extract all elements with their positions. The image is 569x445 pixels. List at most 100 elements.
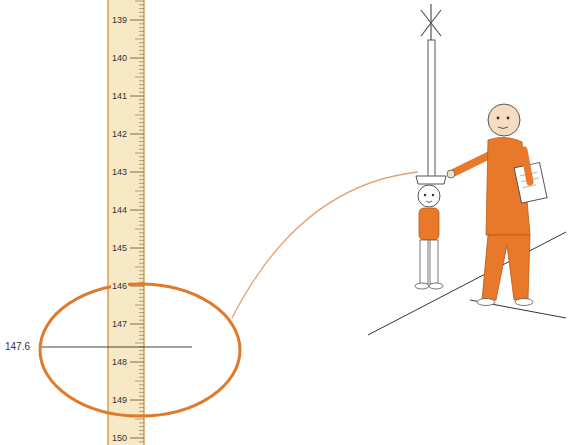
ruler-tick	[139, 274, 144, 275]
child-shirt	[419, 208, 439, 240]
ruler-tick	[130, 134, 144, 135]
ruler-tick	[139, 107, 144, 108]
ruler-tick	[135, 153, 144, 154]
ruler-tick	[135, 39, 144, 40]
ruler-tick	[139, 213, 144, 214]
ruler-tick	[139, 206, 144, 207]
ruler-tick	[130, 362, 144, 363]
ruler-tick	[139, 84, 144, 85]
ruler-tick	[139, 358, 144, 359]
ruler-tick	[139, 259, 144, 260]
ruler-tick	[139, 137, 144, 138]
ruler-tick	[139, 430, 144, 431]
ruler-tick	[139, 354, 144, 355]
ruler-tick	[139, 168, 144, 169]
ruler-tick	[139, 202, 144, 203]
ruler-ticks	[130, 0, 144, 445]
ruler-tick	[139, 80, 144, 81]
ruler-tick	[139, 50, 144, 51]
ruler-tick	[130, 438, 144, 439]
ruler-tick	[139, 27, 144, 28]
stadiometer-top	[421, 10, 441, 36]
ruler-tick	[139, 384, 144, 385]
floor-line	[368, 232, 566, 335]
ruler-tick	[139, 434, 144, 435]
ruler-tick	[139, 73, 144, 74]
ruler-tick	[130, 324, 144, 325]
ruler-tick	[139, 373, 144, 374]
ruler-tick	[139, 194, 144, 195]
ruler-tick	[139, 88, 144, 89]
ruler-tick	[139, 12, 144, 13]
child-foot	[429, 283, 443, 289]
ruler-tick	[135, 343, 144, 344]
ruler-number: 149	[111, 396, 128, 405]
ruler-tick	[139, 99, 144, 100]
ruler-number: 150	[111, 434, 128, 443]
adult-foot	[515, 299, 533, 306]
child-leg	[430, 240, 438, 284]
ruler-tick	[130, 20, 144, 21]
height-reading: 147.6	[3, 341, 32, 353]
ruler-tick	[135, 419, 144, 420]
ruler-number: 140	[111, 54, 128, 63]
ruler-tick	[139, 422, 144, 423]
ruler-tick	[139, 365, 144, 366]
ruler-tick	[139, 225, 144, 226]
highlight-circle	[40, 284, 240, 416]
ruler-number: 145	[111, 244, 128, 253]
ruler-tick	[139, 54, 144, 55]
ruler-tick	[139, 16, 144, 17]
ruler-tick	[130, 210, 144, 211]
ruler-tick	[139, 289, 144, 290]
ruler-tick	[135, 115, 144, 116]
ruler-tick	[139, 103, 144, 104]
child-mouth	[426, 201, 432, 203]
ruler-tick	[139, 4, 144, 5]
ruler-tick	[139, 331, 144, 332]
child-head	[418, 185, 440, 207]
ruler-tick	[139, 46, 144, 47]
ruler-tick	[139, 111, 144, 112]
stadiometer-top	[421, 10, 441, 36]
ruler-tick	[130, 248, 144, 249]
adult-head	[488, 104, 520, 136]
ruler-tick	[139, 278, 144, 279]
zoom-leader	[232, 172, 418, 318]
ruler-tick	[139, 316, 144, 317]
ruler-tick	[135, 381, 144, 382]
ruler-tick	[139, 8, 144, 9]
ruler-tick	[139, 263, 144, 264]
ruler-tick	[139, 403, 144, 404]
reading-line	[40, 347, 192, 348]
ruler-tick	[139, 339, 144, 340]
ruler-tick	[139, 65, 144, 66]
child-leg	[420, 240, 428, 284]
ruler-tick	[139, 69, 144, 70]
ruler-tick	[139, 377, 144, 378]
adult-legs	[482, 235, 530, 300]
ruler-tick	[139, 244, 144, 245]
ruler-tick	[139, 270, 144, 271]
ruler-tick	[139, 156, 144, 157]
ruler-tick	[139, 301, 144, 302]
ruler-number: 143	[111, 168, 128, 177]
ruler-tick	[139, 35, 144, 36]
ruler-tick	[139, 130, 144, 131]
ruler-tick	[139, 251, 144, 252]
ruler-tick	[139, 187, 144, 188]
ruler-tick	[135, 191, 144, 192]
ruler-number: 142	[111, 130, 128, 139]
ruler-tick	[130, 96, 144, 97]
ruler-tick	[139, 327, 144, 328]
ruler-tick	[130, 400, 144, 401]
adult-foot	[477, 299, 495, 306]
ruler-tick	[130, 58, 144, 59]
ruler-tick	[139, 297, 144, 298]
ruler-number: 139	[111, 16, 128, 25]
ruler-tick	[139, 61, 144, 62]
ruler-tick	[139, 122, 144, 123]
child-eye	[432, 194, 434, 196]
